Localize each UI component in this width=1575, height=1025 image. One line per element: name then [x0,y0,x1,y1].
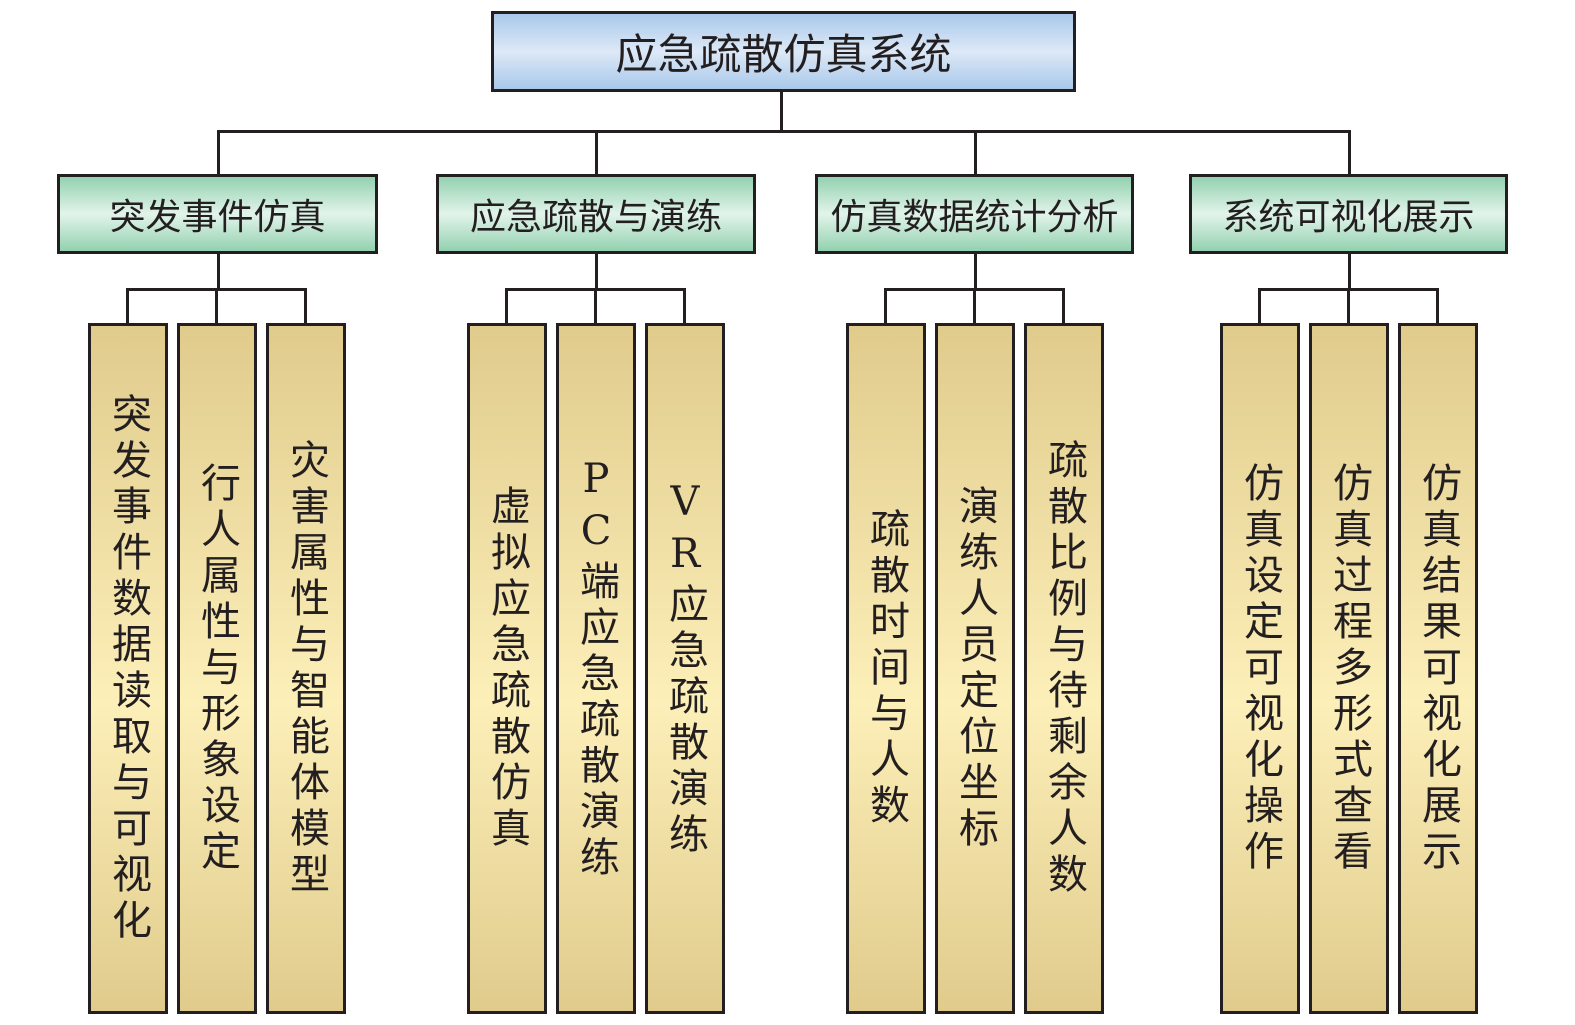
connector-line [974,253,977,291]
connector-line [683,288,686,324]
module-label: 仿真数据统计分析 [830,197,1119,238]
function-node: 虚拟应急疏散仿真 [467,323,547,1014]
function-node: 演练人员定位坐标 [935,323,1015,1014]
module-label: 应急疏散与演练 [469,197,722,238]
function-node: VR应急疏散演练 [645,323,725,1014]
function-label: VR应急疏散演练 [662,478,708,859]
function-label: 仿真结果可视化展示 [1415,461,1461,876]
function-node: 突发事件数据读取与可视化 [88,323,168,1014]
function-node: 仿真设定可视化操作 [1220,323,1300,1014]
module-node: 仿真数据统计分析 [815,174,1134,254]
function-node: PC端应急疏散演练 [556,323,636,1014]
connector-line [594,288,597,324]
connector-line [1062,288,1065,324]
function-label: 演练人员定位坐标 [952,484,998,853]
function-node: 灾害属性与智能体模型 [266,323,346,1014]
connector-line [1348,253,1351,291]
function-label: 仿真过程多形式查看 [1326,461,1372,876]
connector-line [780,91,783,132]
connector-line [1258,288,1261,324]
connector-line [126,288,129,324]
connector-line [1436,288,1439,324]
root-node: 应急疏散仿真系统 [491,11,1076,92]
connector-line [1348,130,1351,175]
root-title: 应急疏散仿真系统 [615,30,952,79]
module-node: 突发事件仿真 [57,174,378,254]
connector-line [973,288,976,324]
function-label: 突发事件数据读取与可视化 [105,392,151,945]
function-node: 疏散比例与待剩余人数 [1024,323,1104,1014]
function-label: PC端应急疏散演练 [573,455,619,882]
connector-line [974,130,977,175]
module-label: 突发事件仿真 [109,197,326,238]
connector-line [595,130,598,175]
connector-line [217,253,220,291]
function-label: 仿真设定可视化操作 [1237,461,1283,876]
module-label: 系统可视化展示 [1222,197,1475,238]
connector-line [505,288,508,324]
connector-line [304,288,307,324]
module-node: 应急疏散与演练 [436,174,756,254]
function-node: 仿真结果可视化展示 [1398,323,1478,1014]
function-label: 行人属性与形象设定 [194,461,240,876]
function-label: 疏散时间与人数 [863,507,909,830]
function-label: 虚拟应急疏散仿真 [484,484,530,853]
connector-line [217,130,220,175]
connector-line [1347,288,1350,324]
function-node: 行人属性与形象设定 [177,323,257,1014]
connector-line [215,288,218,324]
function-node: 仿真过程多形式查看 [1309,323,1389,1014]
connector-line [884,288,887,324]
connector-line [217,130,1351,133]
connector-line [595,253,598,291]
function-label: 灾害属性与智能体模型 [283,438,329,899]
module-node: 系统可视化展示 [1189,174,1508,254]
function-node: 疏散时间与人数 [846,323,926,1014]
function-label: 疏散比例与待剩余人数 [1041,438,1087,899]
